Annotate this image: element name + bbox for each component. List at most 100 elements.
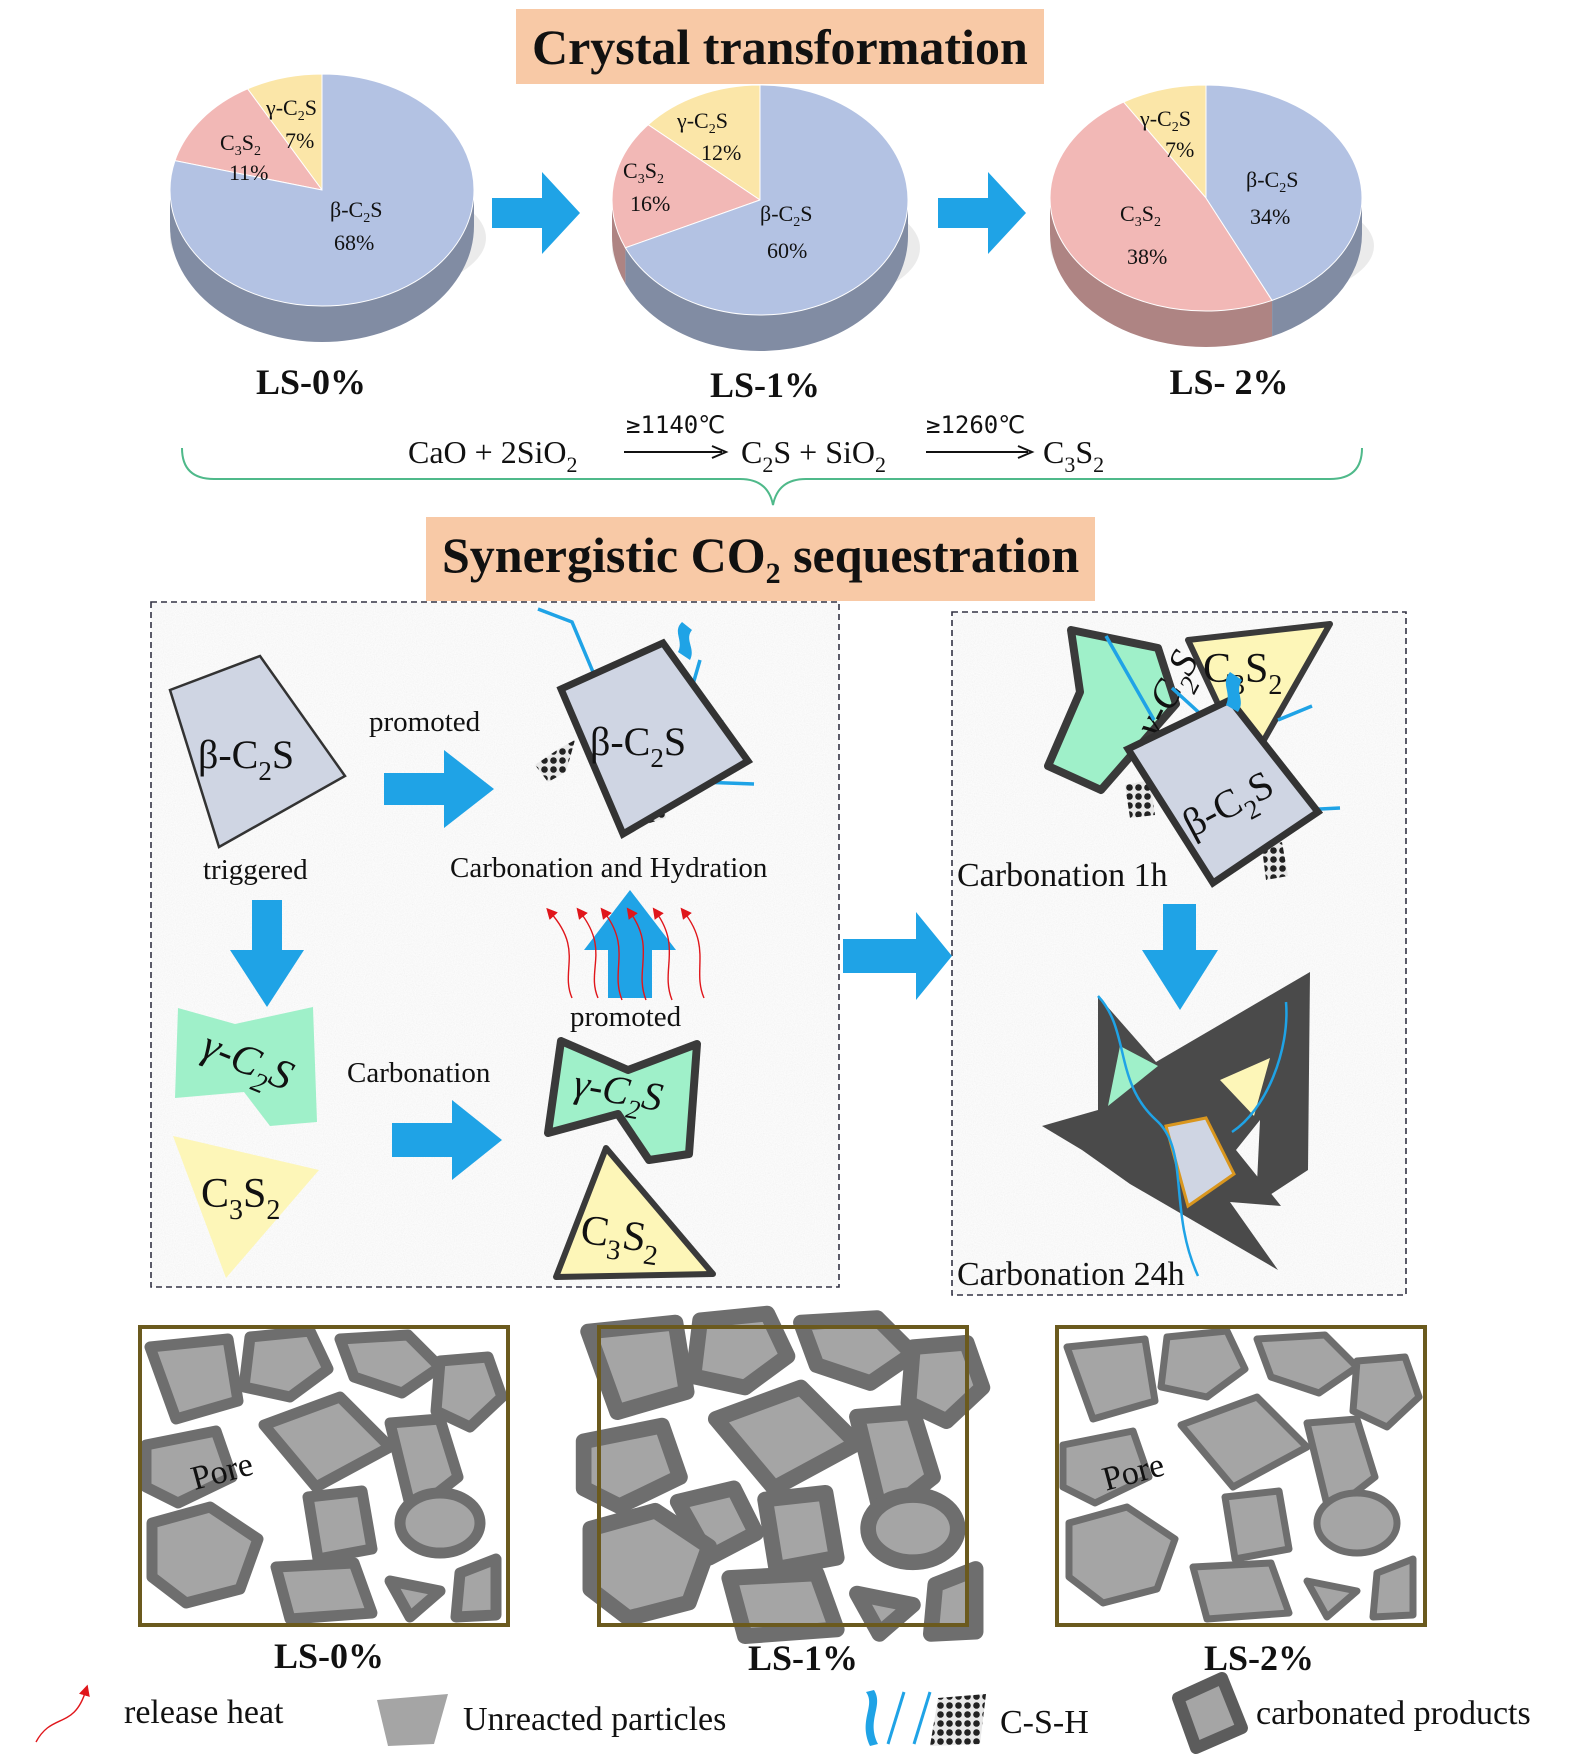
pie-slice-side (1272, 198, 1362, 337)
carbonated-product-icon (1172, 1672, 1248, 1754)
pie3-c3s2-value: 38% (1127, 244, 1167, 269)
pie-labels: γ-C2S 7% C3S2 11% β-C2S 68% γ-C2S 12% C3… (220, 95, 1298, 269)
eq-intermediate: C2S + SiO2 (741, 434, 886, 477)
unreacted-particle-icon (377, 1694, 448, 1746)
arrow-down-icon (1142, 904, 1218, 1010)
c3s2-1h-label: C3S2 (1203, 646, 1282, 701)
beta-c2s-particle (168, 654, 347, 849)
particle (238, 1325, 334, 1403)
pie1-title: LS-0% (256, 362, 366, 402)
particle (1313, 1489, 1401, 1557)
micro-ls1-title: LS-1% (748, 1638, 858, 1678)
csh-fiber-icon (886, 1691, 906, 1745)
pie-slice-side (1050, 198, 1273, 347)
csh-ribbon-icon (865, 1690, 878, 1746)
pie-slice (174, 88, 324, 191)
pie1-gamma-label: γ-C2S (265, 95, 317, 124)
pie1-beta-value: 68% (334, 230, 374, 255)
microstructure-panel (575, 1305, 991, 1645)
eq-temp2: ≥1260℃ (926, 411, 1025, 439)
arrow-right-icon (392, 1100, 502, 1180)
arrow-up-icon (584, 890, 676, 998)
title-sub: 2 (765, 557, 781, 590)
equation-brace (181, 447, 1363, 506)
pie-arrows (492, 172, 1026, 254)
c3s2-carbonated-label: C3S2 (577, 1207, 663, 1273)
beta-c2s-1h-particle (1122, 695, 1324, 888)
pie-slice-side (612, 200, 626, 284)
c3s2-carbonated-particle (553, 1145, 716, 1280)
particle (450, 1553, 502, 1623)
particle (430, 1351, 508, 1433)
pie-slice (1205, 84, 1363, 301)
csh-fibers-24h (1097, 995, 1288, 1277)
particle (144, 1333, 244, 1425)
eq-reactants: CaO + 2SiO2 (408, 434, 578, 477)
particle (1303, 1577, 1361, 1621)
legend: release heat Unreacted particles C-S-H c… (35, 1672, 1531, 1754)
pie3-beta-label: β-C2S (1246, 167, 1298, 196)
pie3-title: LS- 2% (1169, 362, 1288, 402)
pie3-gamma-value: 7% (1165, 137, 1194, 162)
microstructure-panel (138, 1325, 510, 1627)
title-text-b: sequestration (780, 527, 1080, 583)
particle (140, 1425, 238, 1509)
beta-c2s-hydrated-label: β-C2S (590, 719, 686, 773)
pie-slice-side (170, 190, 474, 342)
carbonated-product-24h (1042, 972, 1310, 1270)
pie2-beta-value: 60% (767, 238, 807, 263)
particle (1065, 1503, 1179, 1607)
carbonation-hydration-label: Carbonation and Hydration (450, 852, 768, 884)
arrow-right-icon (492, 172, 580, 254)
microstructure-panel (1055, 1325, 1427, 1627)
particle (793, 1310, 921, 1391)
microstructure-frame (138, 1325, 510, 1627)
carbonation-label: Carbonation (347, 1057, 491, 1089)
pie2-title: LS-1% (710, 365, 820, 405)
gamma-remnant (1108, 1046, 1158, 1106)
pie-slice (647, 84, 761, 201)
pie2-gamma-value: 12% (701, 140, 741, 165)
gamma-c2s-particle (175, 1007, 317, 1126)
pie-slice (169, 73, 475, 307)
c3s2-label: C3S2 (201, 1171, 280, 1226)
particle (1157, 1327, 1249, 1401)
legend-csh: C-S-H (1000, 1704, 1089, 1741)
micro-ls0-title: LS-0% (274, 1636, 384, 1676)
gamma-c2s-carbonated-particle (544, 1037, 701, 1164)
promoted-label-mid: promoted (570, 1001, 682, 1033)
carbonation-24h-label: Carbonation 24h (957, 1256, 1185, 1293)
particle (394, 1487, 486, 1559)
pie-slice (1049, 101, 1273, 312)
particle (334, 1329, 446, 1399)
c3s2-remnant (1220, 1058, 1270, 1116)
csh-fiber-icon (912, 1691, 932, 1745)
gamma-c2s-1h-particle (1044, 626, 1180, 794)
particle (1349, 1353, 1423, 1431)
pie2-gamma-label: γ-C2S (676, 108, 728, 137)
particle (1221, 1487, 1293, 1563)
particle (685, 1305, 796, 1396)
csh-gel-icon (1125, 780, 1155, 818)
release-heat-icon (35, 1684, 90, 1743)
pie-slice (624, 84, 909, 316)
arrow-right-icon (938, 172, 1026, 254)
c3s2-particle (173, 1136, 319, 1278)
particle (384, 1575, 446, 1623)
particle (575, 1417, 688, 1515)
beta-c2s-hydrated-particle (556, 638, 754, 840)
mechanism-panel-right (951, 611, 1407, 1296)
co2-sequestration-title: Synergistic CO2 sequestration (426, 517, 1096, 601)
csh-ribbon-icon (1225, 672, 1242, 712)
csh-gel-icon (930, 1694, 986, 1746)
pie1-beta-label: β-C2S (330, 197, 382, 226)
arrow-right-icon (384, 750, 494, 828)
legend-heat: release heat (124, 1694, 284, 1731)
legend-carbonated: carbonated products (1256, 1695, 1531, 1732)
microstructure-frame (597, 1325, 969, 1627)
particle (923, 1561, 984, 1642)
eq-temp1: ≥1140℃ (626, 411, 725, 439)
carbonation-1h-label: Carbonation 1h (957, 857, 1168, 894)
triggered-label: triggered (203, 854, 308, 886)
particle (1059, 1427, 1153, 1507)
